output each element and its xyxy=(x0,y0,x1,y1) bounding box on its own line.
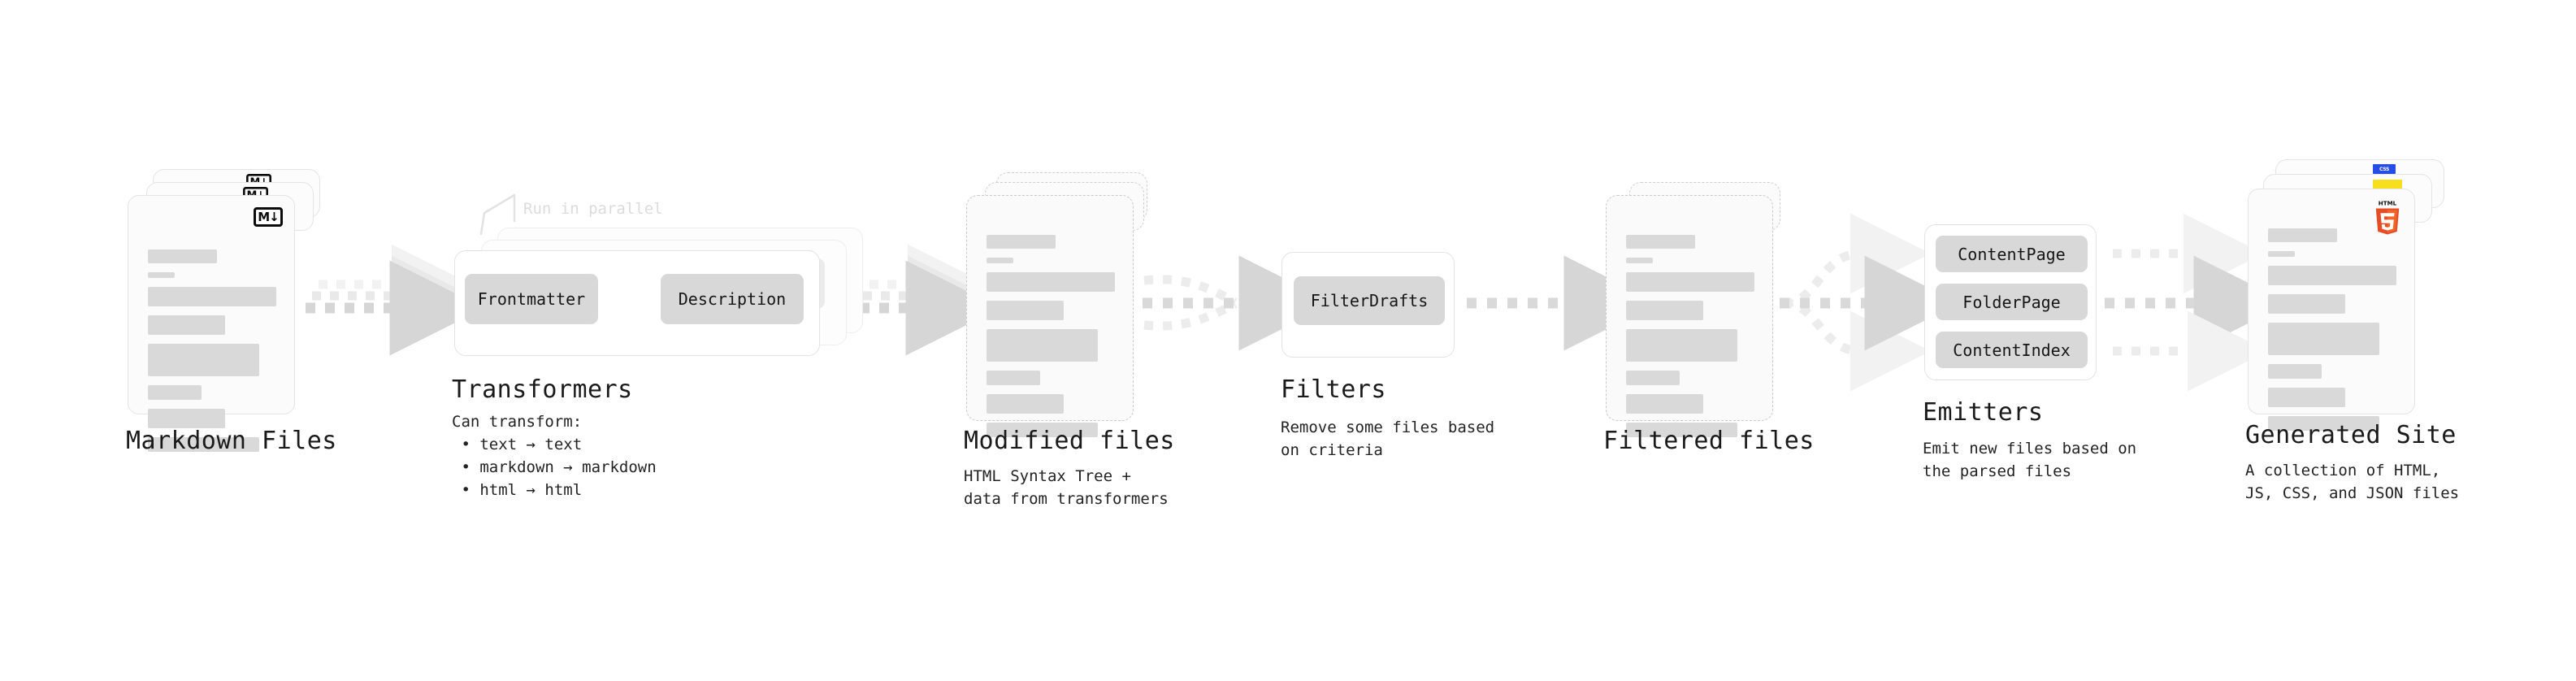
skeleton-bar xyxy=(1626,371,1680,385)
skeleton-bar xyxy=(1626,423,1738,437)
skeleton-bar xyxy=(1626,258,1654,263)
skeleton-bar xyxy=(987,258,1014,263)
skeleton-bar xyxy=(1626,394,1703,414)
connector-emitters-to-site xyxy=(2105,213,2289,392)
stage-title-filtered-files: Filtered files xyxy=(1603,427,1815,455)
skeleton-bar xyxy=(1626,301,1703,320)
generated-site-card: HTML xyxy=(2248,189,2415,431)
skeleton-bars xyxy=(148,232,276,461)
skeleton-bar xyxy=(148,437,260,452)
skeleton-bar xyxy=(2268,251,2296,257)
emitter-chip-contentindex[interactable]: ContentIndex xyxy=(1936,332,2088,368)
connector-filtered-to-emitters xyxy=(1780,213,1960,392)
skeleton-bar xyxy=(987,423,1099,437)
filtered-file-card xyxy=(1606,195,1773,437)
stage-subtitle-modified-files: HTML Syntax Tree + data from transformer… xyxy=(964,467,1169,508)
connector-modified-to-filters xyxy=(1143,255,1334,351)
run-in-parallel-label: Run in parallel xyxy=(523,200,663,218)
stage-subtitle-emitters: Emit new files based on the parsed files xyxy=(1923,440,2137,480)
stage-subtitle-transformers: Can transform: • text → text • markdown … xyxy=(452,413,657,499)
markdown-badge: M↓ xyxy=(254,207,283,227)
skeleton-bars xyxy=(2268,210,2396,440)
stage-title-markdown-files: Markdown Files xyxy=(126,427,337,455)
html5-icon: HTML xyxy=(2375,200,2400,235)
transformer-chip-frontmatter[interactable]: Frontmatter xyxy=(465,274,598,324)
stage-title-emitters: Emitters xyxy=(1923,398,2044,427)
filter-box: FilterDrafts xyxy=(1281,252,1455,358)
skeleton-bar xyxy=(2268,266,2396,285)
modified-file-card xyxy=(966,195,1134,437)
emitter-chip-folderpage[interactable]: FolderPage xyxy=(1936,284,2088,320)
skeleton-bar xyxy=(987,394,1064,414)
skeleton-bar xyxy=(2268,388,2345,407)
stage-subtitle-filters: Remove some files based on criteria xyxy=(1281,419,1495,459)
skeleton-bar xyxy=(148,272,176,278)
stage-subtitle-generated-site: A collection of HTML, JS, CSS, and JSON … xyxy=(2245,462,2460,502)
skeleton-bar xyxy=(2268,323,2380,355)
stage-title-transformers: Transformers xyxy=(452,375,633,404)
filter-chip-filterdrafts[interactable]: FilterDrafts xyxy=(1294,276,1445,325)
skeleton-bar xyxy=(148,409,225,428)
skeleton-bar xyxy=(987,301,1064,320)
skeleton-bar xyxy=(148,287,276,306)
stage-title-filters: Filters xyxy=(1281,375,1386,404)
markdown-file-card: M↓ xyxy=(128,195,295,452)
css-badge: CSS xyxy=(2373,164,2396,174)
transformer-box-front: Frontmatter Description xyxy=(454,250,820,356)
skeleton-bar xyxy=(148,249,218,263)
skeleton-bar xyxy=(2268,364,2322,379)
svg-text:HTML: HTML xyxy=(2379,200,2397,207)
transformer-chip-description[interactable]: Description xyxy=(661,274,804,324)
emitter-chip-contentpage[interactable]: ContentPage xyxy=(1936,236,2088,272)
skeleton-bar xyxy=(1626,235,1696,249)
skeleton-bar xyxy=(148,315,225,335)
skeleton-bar xyxy=(987,272,1115,292)
skeleton-bar xyxy=(2268,228,2338,242)
stage-title-generated-site: Generated Site xyxy=(2245,421,2457,449)
connector-markdown-to-transformers xyxy=(306,244,485,356)
skeleton-bar xyxy=(987,235,1056,249)
skeleton-bar xyxy=(987,329,1099,362)
skeleton-bar xyxy=(1626,272,1754,292)
skeleton-bar xyxy=(2268,294,2345,314)
stage-title-modified-files: Modified files xyxy=(964,427,1175,455)
emitter-box: ContentPage FolderPage ContentIndex xyxy=(1924,224,2097,380)
skeleton-bar xyxy=(148,344,260,376)
skeleton-bar xyxy=(987,371,1041,385)
skeleton-bar xyxy=(1626,329,1738,362)
skeleton-bar xyxy=(148,385,202,400)
skeleton-bars xyxy=(987,217,1115,446)
skeleton-bar xyxy=(2268,416,2380,431)
skeleton-bars xyxy=(1626,217,1754,446)
